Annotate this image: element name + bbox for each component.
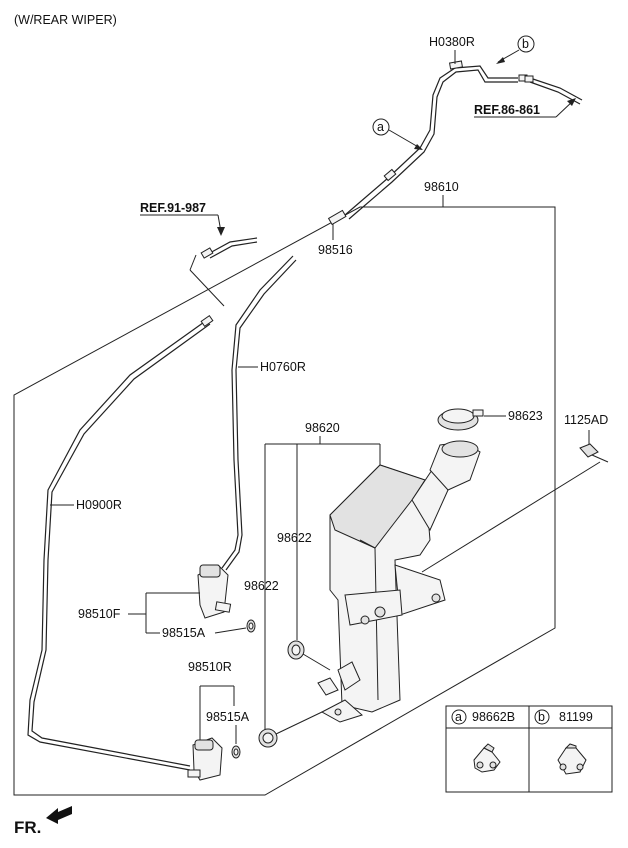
hose-h0760r-outer bbox=[225, 259, 297, 571]
hose-rear-outer bbox=[348, 69, 518, 220]
leader-a bbox=[388, 129, 421, 149]
clip-81199-icon bbox=[557, 743, 587, 775]
bolt-1125ad-shank bbox=[591, 454, 609, 463]
hose-h0900r-outer bbox=[31, 323, 211, 767]
pump-98510r bbox=[187, 737, 223, 781]
label-h0760r: H0760R bbox=[260, 360, 306, 374]
grommet-upper-line bbox=[302, 653, 331, 671]
assembly-boundary bbox=[13, 206, 556, 796]
seal-98515a-front bbox=[246, 619, 256, 633]
front-arrow-icon bbox=[46, 806, 72, 824]
legend-letter-b: b bbox=[538, 710, 545, 724]
grommet-lower-line bbox=[275, 711, 323, 735]
label-98610: 98610 bbox=[424, 180, 459, 194]
hose-ref86 bbox=[529, 77, 583, 101]
label-98510f: 98510F bbox=[78, 607, 121, 621]
seal-98515a-rear bbox=[231, 745, 241, 759]
hose-h0760r bbox=[221, 255, 294, 569]
label-h0900r: H0900R bbox=[76, 498, 122, 512]
bolt-1125ad-line bbox=[421, 461, 601, 573]
legend-box bbox=[445, 705, 613, 793]
washer-reservoir bbox=[317, 440, 481, 723]
legend-circle-a bbox=[451, 709, 467, 725]
hose-ref91-clip bbox=[200, 247, 214, 259]
label-98622-lower: 98622 bbox=[244, 579, 279, 593]
hose-ref91-outer bbox=[209, 241, 258, 259]
bolt-1125ad-head bbox=[579, 443, 599, 458]
callout-circle-a bbox=[372, 118, 390, 136]
grommet-98622-lower bbox=[258, 728, 278, 748]
leader-98515a-front bbox=[214, 627, 247, 634]
grommet-98622-upper bbox=[287, 640, 305, 660]
hose-h0900r-clip bbox=[200, 314, 214, 328]
ref-86-861: REF.86-861 bbox=[474, 103, 540, 117]
ref-91-987: REF.91-987 bbox=[140, 201, 206, 215]
arrow-ref91 bbox=[217, 227, 225, 236]
label-98620: 98620 bbox=[305, 421, 340, 435]
reservoir-cap-tab bbox=[472, 409, 484, 417]
legend-letter-a: a bbox=[455, 710, 462, 724]
arrow-ref86 bbox=[567, 98, 576, 106]
clip-98662b-icon bbox=[473, 743, 501, 773]
hose-rear bbox=[344, 65, 518, 216]
arrow-b bbox=[496, 57, 505, 64]
connector-98516 bbox=[327, 209, 347, 226]
callout-letter-a: a bbox=[377, 120, 384, 134]
label-98510r: 98510R bbox=[188, 660, 232, 674]
label-98515a-front: 98515A bbox=[162, 626, 206, 640]
label-1125ad: 1125AD bbox=[564, 413, 608, 427]
legend-part-a: 98662B bbox=[472, 710, 515, 724]
pump-98510f bbox=[197, 564, 232, 619]
hose-rear-clip-1 bbox=[383, 168, 397, 182]
label-98622-upper: 98622 bbox=[277, 531, 312, 545]
arrow-a bbox=[414, 144, 423, 150]
hose-h0900r bbox=[27, 319, 208, 771]
hose-ref86-clip bbox=[524, 75, 534, 83]
front-marker: FR. bbox=[14, 818, 41, 837]
variant-note: (W/REAR WIPER) bbox=[14, 13, 117, 27]
label-98623: 98623 bbox=[508, 409, 543, 423]
legend-circle-b bbox=[534, 709, 550, 725]
label-98515a-rear: 98515A bbox=[206, 710, 250, 724]
label-h0380r: H0380R bbox=[429, 35, 475, 49]
leader-ref91-down2 bbox=[189, 269, 225, 307]
leader-ref91-down bbox=[189, 254, 197, 271]
legend-part-b: 81199 bbox=[559, 710, 593, 724]
reservoir-cap-top bbox=[441, 408, 475, 424]
hose-ref91 bbox=[207, 237, 258, 255]
callout-circle-b bbox=[517, 35, 535, 53]
callout-letter-b: b bbox=[522, 37, 529, 51]
label-98516: 98516 bbox=[318, 243, 353, 257]
